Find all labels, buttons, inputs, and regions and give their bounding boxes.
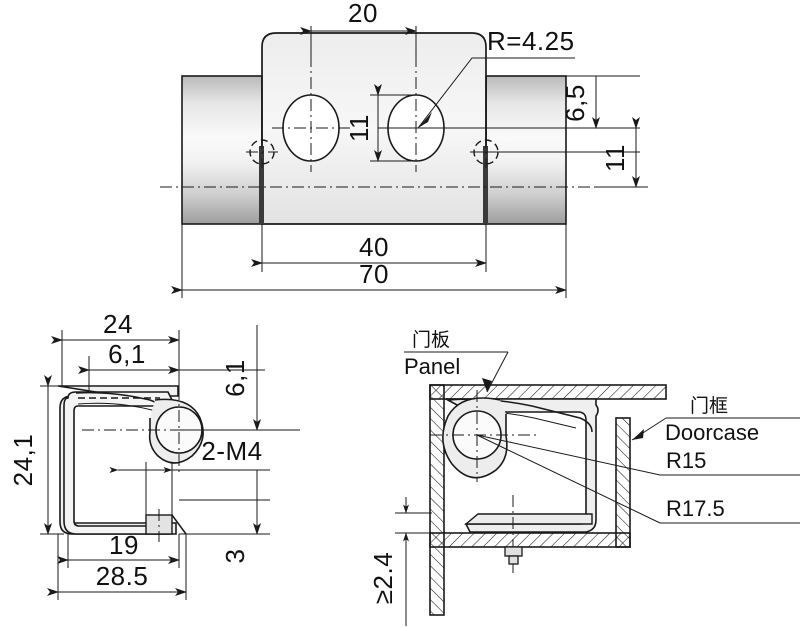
install-screw-head — [504, 546, 523, 557]
dim-hole-height-11: 11 — [344, 114, 374, 142]
dim-offset-11: 11 — [600, 144, 630, 172]
panel-top-plate — [429, 384, 667, 400]
doorcase-leader-arrow — [632, 429, 644, 440]
side-tongue-lower — [77, 402, 171, 419]
label-doorcase-cn: 门框 — [690, 395, 728, 417]
doorcase-right-wall — [615, 417, 631, 548]
panel-leader — [486, 351, 509, 393]
right-bend-shadow — [483, 146, 488, 224]
dim-mount-span-40: 40 — [359, 232, 389, 262]
dim-side-base-28p5: 28.5 — [96, 561, 149, 591]
radius-leader-line — [417, 57, 486, 129]
radius-leader-arrow — [418, 112, 432, 128]
dim-offset-6p5: 6,5 — [560, 84, 590, 122]
dim-side-base-19: 19 — [109, 530, 139, 560]
side-profile-body — [63, 391, 173, 535]
dim-gap-min-2p4: ≥2.4 — [368, 552, 398, 604]
dim-side-height-24p1: 24,1 — [8, 434, 38, 487]
dim-radius-4p25: R=4.25 — [487, 26, 575, 56]
doorcase-bottom-plate — [429, 532, 631, 548]
left-bend-shadow — [259, 146, 264, 224]
label-panel-cn: 门板 — [412, 329, 450, 351]
right-wing — [485, 75, 567, 225]
side-m4-chamfer — [171, 514, 187, 535]
label-panel-en: Panel — [404, 354, 460, 379]
panel-left-wall — [429, 384, 445, 616]
panel-leader-arrow — [482, 378, 492, 392]
dim-thread-offset-3: 3 — [220, 549, 250, 564]
top-view-group: 20 R=4.25 11 6,5 11 40 70 — [160, 0, 648, 298]
label-r17p5: R17.5 — [666, 496, 725, 521]
dim-hole-spacing-20: 20 — [348, 0, 378, 28]
side-view-group: 24 6,1 6,1 24,1 2-M4 19 3 — [8, 309, 300, 600]
label-r15: R15 — [666, 448, 706, 473]
label-doorcase-en: Doorcase — [665, 420, 759, 445]
r175-leader — [476, 434, 661, 524]
dim-side-width-24: 24 — [103, 309, 133, 339]
install-base-bevel — [464, 513, 593, 525]
install-screw-shank — [508, 555, 519, 565]
left-wing — [181, 75, 263, 225]
dim-thread-2-m4: 2-M4 — [201, 436, 262, 466]
installation-view-group: 门板 Panel 门框 Doorcase R15 R17.5 ≥2.4 — [368, 329, 800, 626]
dim-overall-length-70: 70 — [359, 259, 389, 289]
r15-leader — [476, 434, 661, 476]
install-bracket-profile — [445, 398, 599, 533]
dim-side-inner-6p1: 6,1 — [108, 339, 146, 369]
dim-side-height-6p1: 6,1 — [220, 359, 250, 397]
